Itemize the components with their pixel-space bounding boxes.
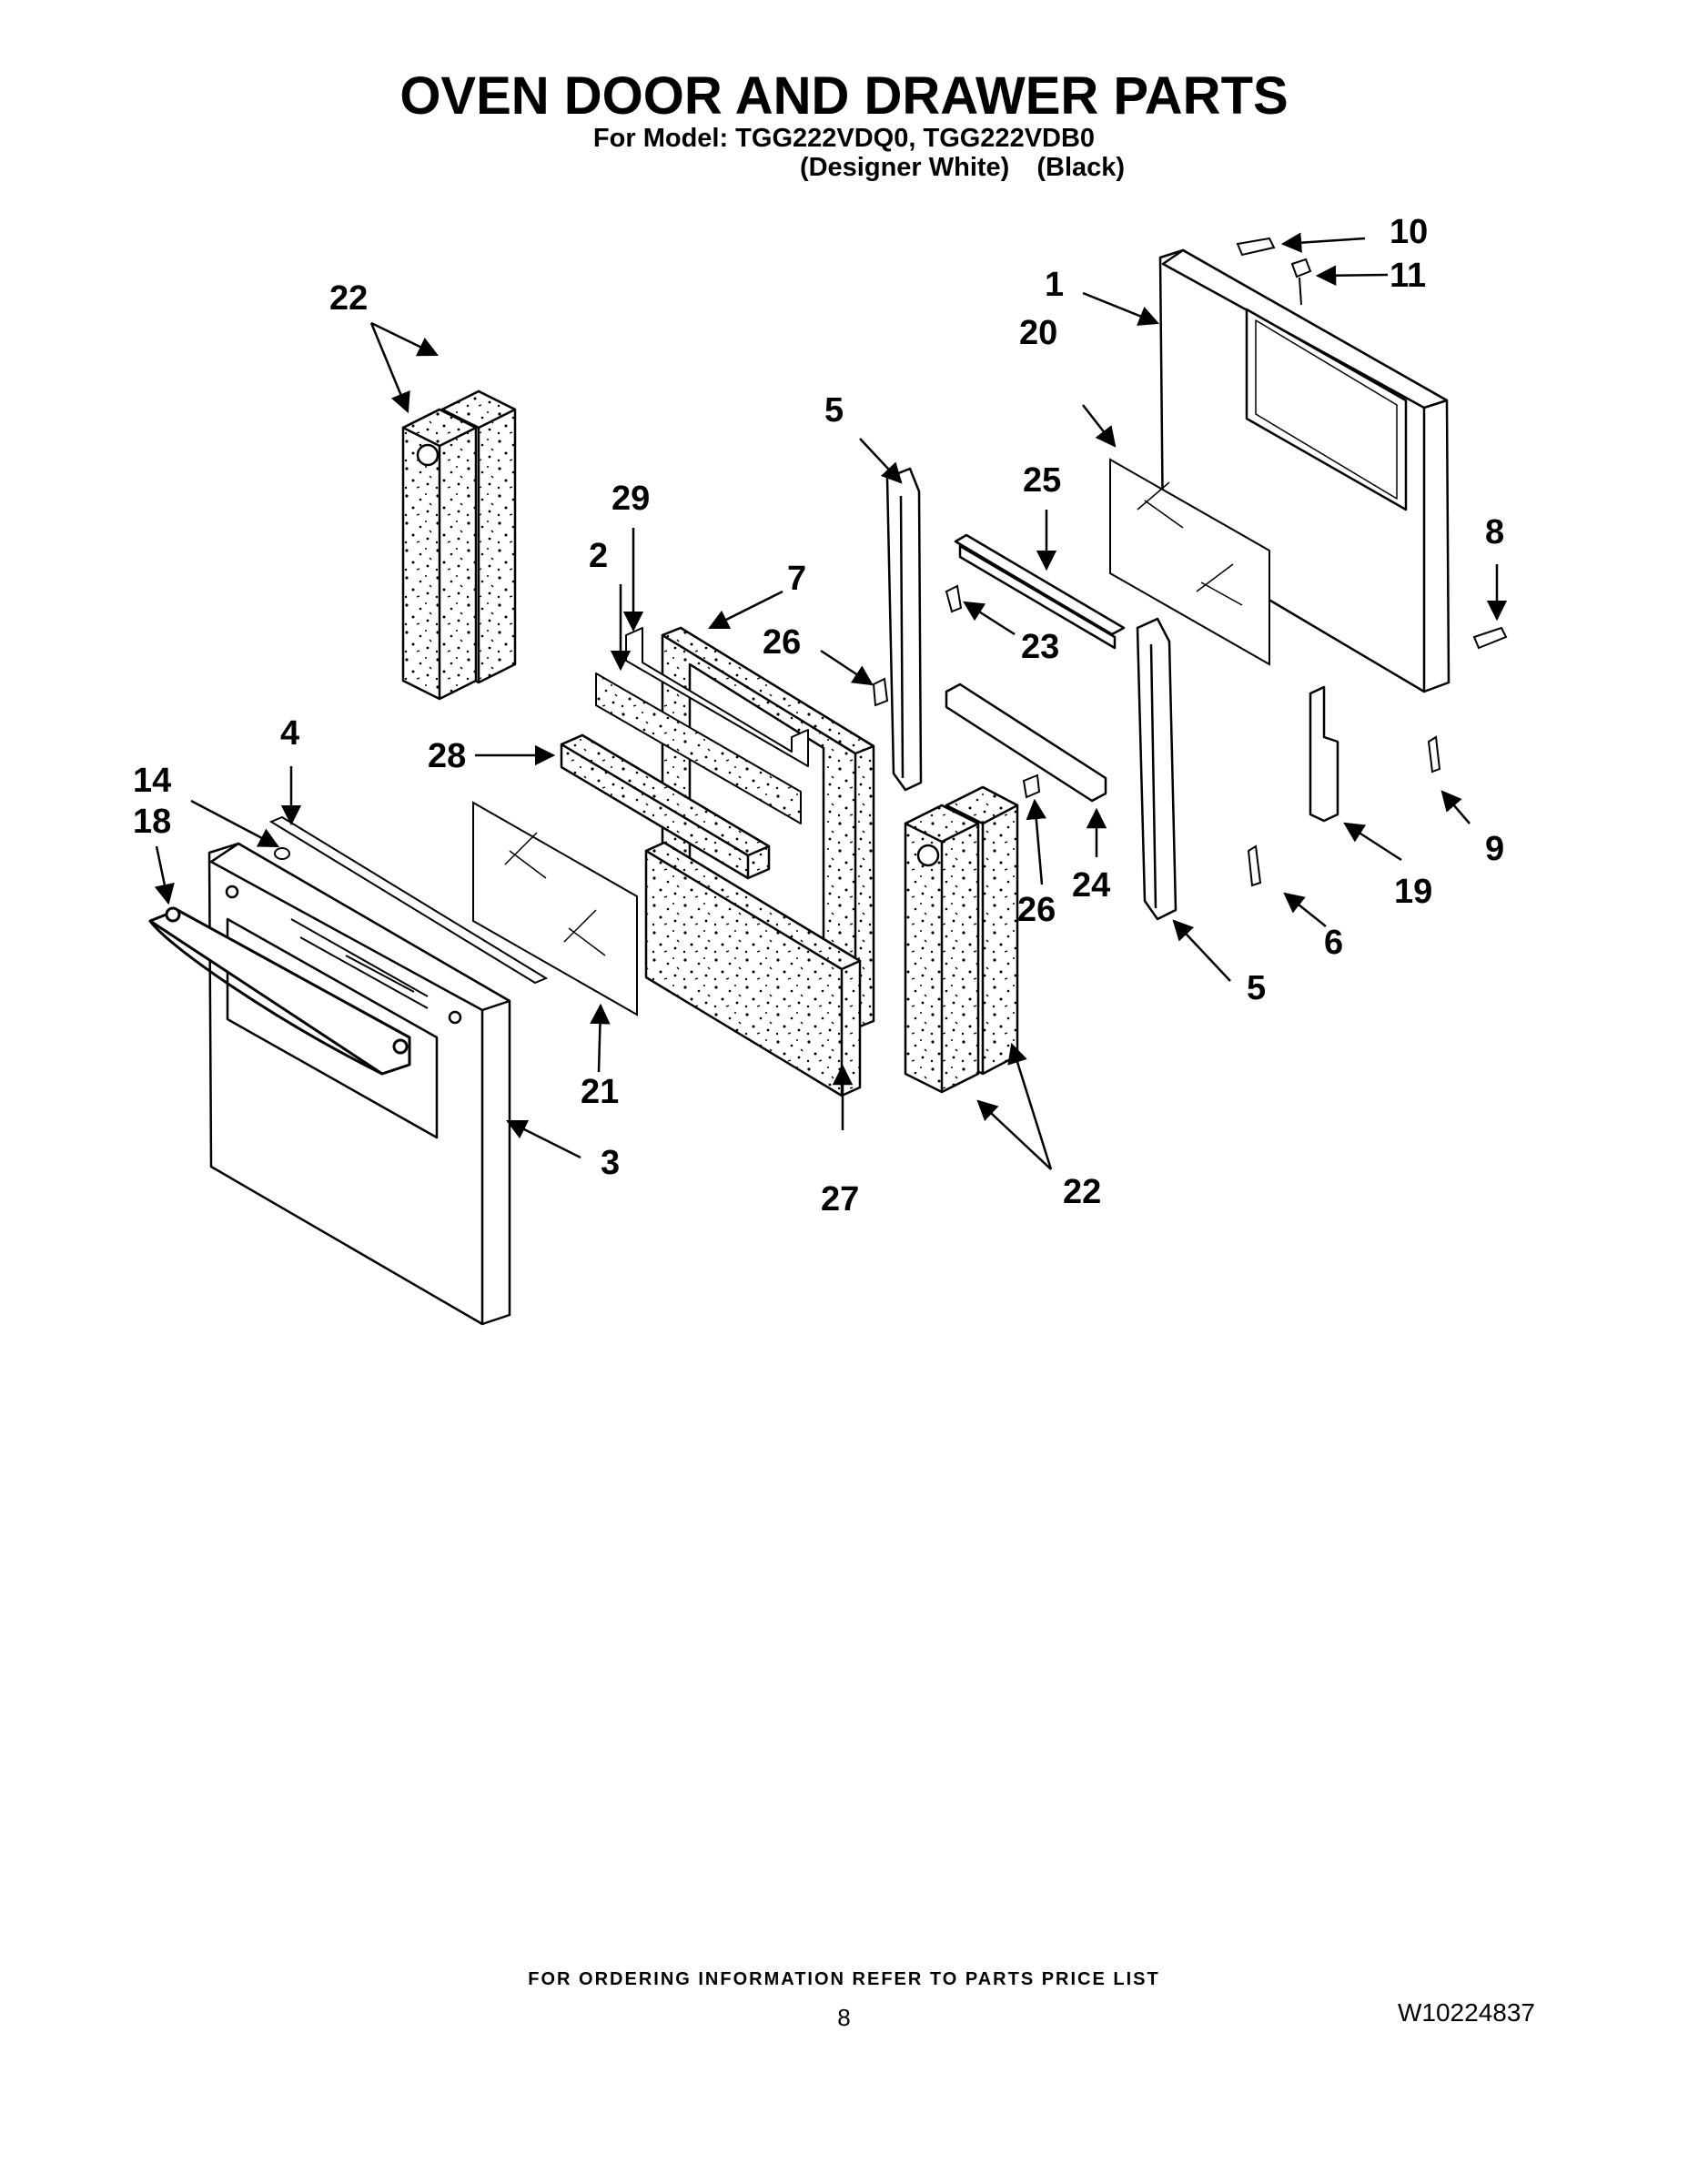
callout-14: 14 (133, 762, 171, 800)
callout-24: 24 (1072, 866, 1110, 905)
callout-25: 25 (1023, 461, 1061, 500)
document-number: W10224837 (1397, 1998, 1535, 2027)
callout-22b: 22 (1063, 1173, 1101, 1211)
screw-10 (1236, 237, 1276, 257)
inner-door-liner-1 (1158, 248, 1450, 693)
insulation-block-22-upper (401, 389, 517, 701)
callout-23: 23 (1021, 628, 1059, 666)
callout-leaders (154, 232, 1508, 1170)
screw-6 (1247, 844, 1262, 887)
callout-6: 6 (1324, 924, 1343, 962)
insulation-strip-2 (595, 627, 809, 824)
callout-28: 28 (428, 737, 466, 775)
callout-labels: 1 2 3 4 5 5 6 7 8 9 10 11 14 18 19 20 21… (133, 213, 1504, 1218)
callout-4: 4 (280, 714, 299, 753)
callout-18: 18 (133, 803, 171, 841)
screws (274, 237, 1508, 887)
ordering-note: FOR ORDERING INFORMATION REFER TO PARTS … (528, 1969, 1160, 1989)
callout-3: 3 (601, 1144, 620, 1182)
callout-22a: 22 (329, 279, 368, 318)
callout-27: 27 (821, 1180, 859, 1218)
callout-7: 7 (787, 560, 806, 598)
callout-5b: 5 (1247, 969, 1266, 1007)
callout-1: 1 (1045, 266, 1064, 304)
callout-21: 21 (581, 1073, 619, 1111)
screw-23 (945, 584, 963, 613)
grommet-14 (274, 847, 291, 860)
latch-19 (1309, 685, 1339, 823)
callout-9: 9 (1485, 830, 1504, 868)
callout-5a: 5 (824, 391, 844, 430)
color-line: (Designer White) (Black) (0, 153, 1688, 183)
callout-26b: 26 (1017, 891, 1056, 929)
callout-11: 11 (1390, 257, 1426, 295)
inner-glass-21 (472, 801, 638, 1016)
vent-bracket-25 (954, 533, 1126, 650)
model-line: For Model: TGG222VDQ0, TGG222VDB0 (592, 124, 1096, 153)
door-outer-panel-3 (207, 842, 511, 1326)
clip-26b (1022, 774, 1041, 799)
callout-8: 8 (1485, 513, 1504, 551)
page-number: 8 (837, 2004, 851, 2031)
callout-19: 19 (1394, 873, 1432, 911)
callout-29: 29 (612, 480, 650, 518)
insulation-block-22-lower (904, 785, 1019, 1094)
callout-2: 2 (589, 537, 608, 575)
color-black: (Black) (1036, 153, 1126, 182)
vent-trim-24 (945, 682, 1107, 803)
page-title: OVEN DOOR AND DRAWER PARTS (399, 66, 1289, 126)
hinge-5-right (1136, 617, 1178, 921)
hinge-5-left (885, 467, 923, 792)
callout-10: 10 (1390, 213, 1428, 251)
callout-26a: 26 (763, 623, 801, 662)
screw-9 (1427, 735, 1441, 774)
door-handle-18 (148, 906, 411, 1076)
door-glass-20 (1109, 458, 1270, 666)
callout-20: 20 (1019, 314, 1057, 352)
color-designer-white: (Designer White) (799, 153, 1010, 182)
foam-bar-28 (560, 733, 771, 880)
screw-8 (1472, 626, 1508, 650)
trim-strip-4 (268, 815, 549, 985)
screw-11 (1290, 258, 1312, 278)
clip-26a (872, 677, 889, 707)
